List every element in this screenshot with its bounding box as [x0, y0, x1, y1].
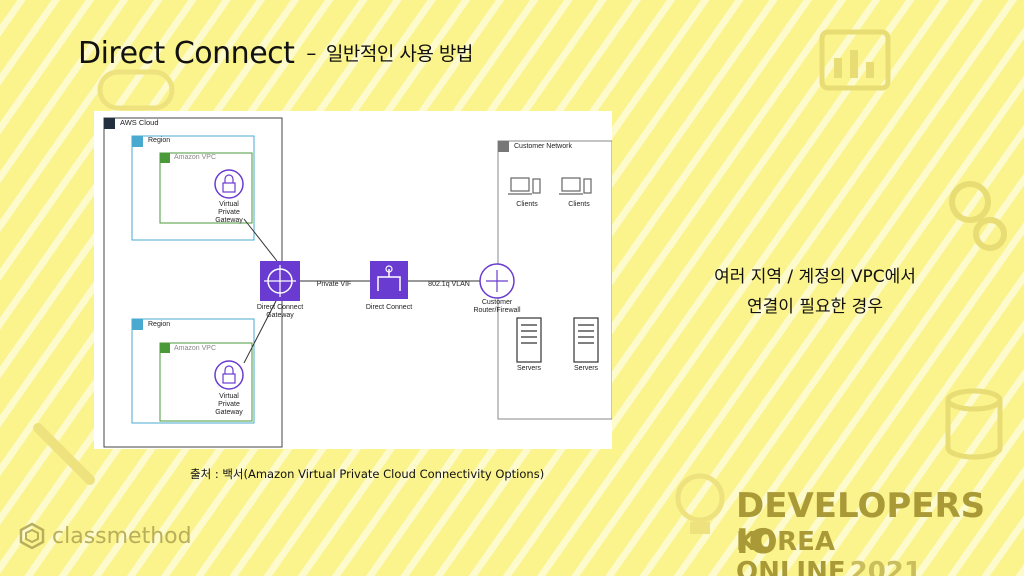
title-main: Direct Connect [78, 36, 295, 71]
vgw-1-label: Virtual Private Gateway [215, 201, 243, 224]
vpc-1-label: Amazon VPC [174, 154, 217, 161]
servers-2-label: Servers [573, 365, 599, 372]
vpc-2-label: Amazon VPC [174, 345, 217, 352]
gears-bg-icon [949, 181, 1007, 251]
classmethod-logo: classmethod [18, 522, 192, 550]
servers-2-icon [573, 317, 599, 363]
vpc-2-icon [160, 343, 170, 353]
vgw-2-lock-icon [214, 360, 244, 390]
region-1-flag-icon [132, 136, 143, 147]
clients-2-label: Clients [568, 201, 590, 208]
vpc-2-box [159, 342, 253, 422]
gamepad-bg-icon [97, 69, 175, 111]
side-text: 여러 지역 / 계정의 VPC에서 연결이 필요한 경우 [650, 262, 980, 322]
database-bg-icon [945, 388, 1003, 460]
vpc-1-box [159, 152, 253, 224]
aws-cloud-label: AWS Cloud [120, 118, 159, 127]
vgw-2-label: Virtual Private Gateway [215, 393, 243, 416]
wrench-bg-icon [33, 423, 95, 485]
region-2-box [131, 318, 255, 424]
vpc-1-icon [160, 153, 170, 163]
side-text-line1: 여러 지역 / 계정의 VPC에서 [714, 267, 916, 287]
classmethod-text: classmethod [52, 524, 192, 549]
aws-cloud-box [103, 117, 283, 448]
direct-connect-label: Direct Connect [365, 304, 413, 311]
customer-network-box [497, 140, 612, 420]
clients-2-icon [559, 177, 592, 195]
private-vif-label: Private VIF [316, 281, 352, 288]
side-text-line2: 연결이 필요한 경우 [747, 297, 883, 317]
clients-1-icon [508, 177, 541, 195]
title-sub: 일반적인 사용 방법 [325, 43, 473, 65]
classmethod-logo-icon [19, 522, 45, 550]
dx-gateway-label: Direct Connect Gateway [256, 304, 304, 319]
aws-logo-icon [104, 118, 115, 129]
router-label: Customer Router/Firewall [473, 299, 521, 314]
vlan-label: 802.1q VLAN [428, 281, 470, 288]
servers-1-icon [516, 317, 542, 363]
event-logo-line1: DEVELOPERS IO [736, 486, 986, 562]
dashboard-bg-icon [819, 29, 891, 91]
region-2-label: Region [148, 321, 171, 328]
lightbulb-bg-icon [675, 473, 725, 534]
vgw-1-lock-icon [214, 169, 244, 199]
customer-network-label: Customer Network [514, 143, 572, 150]
event-name: KOREA ONLINE [736, 527, 846, 576]
customer-network-icon [498, 141, 509, 152]
diagram-caption: 출처 : 백서(Amazon Virtual Private Cloud Con… [190, 467, 545, 481]
direct-connect-icon [370, 261, 408, 299]
router-icon [479, 263, 515, 299]
region-1-box [131, 135, 255, 241]
servers-1-label: Servers [516, 365, 542, 372]
region-2-flag-icon [132, 319, 143, 330]
architecture-diagram: AWS Cloud Region Amazon VPC Virtual Priv… [94, 111, 612, 449]
slide-title: Direct Connect–일반적인 사용 방법 [78, 36, 473, 71]
region-1-label: Region [148, 137, 171, 144]
clients-1-label: Clients [516, 201, 538, 208]
event-year: 2021 [849, 557, 922, 576]
title-dash: – [306, 41, 316, 65]
